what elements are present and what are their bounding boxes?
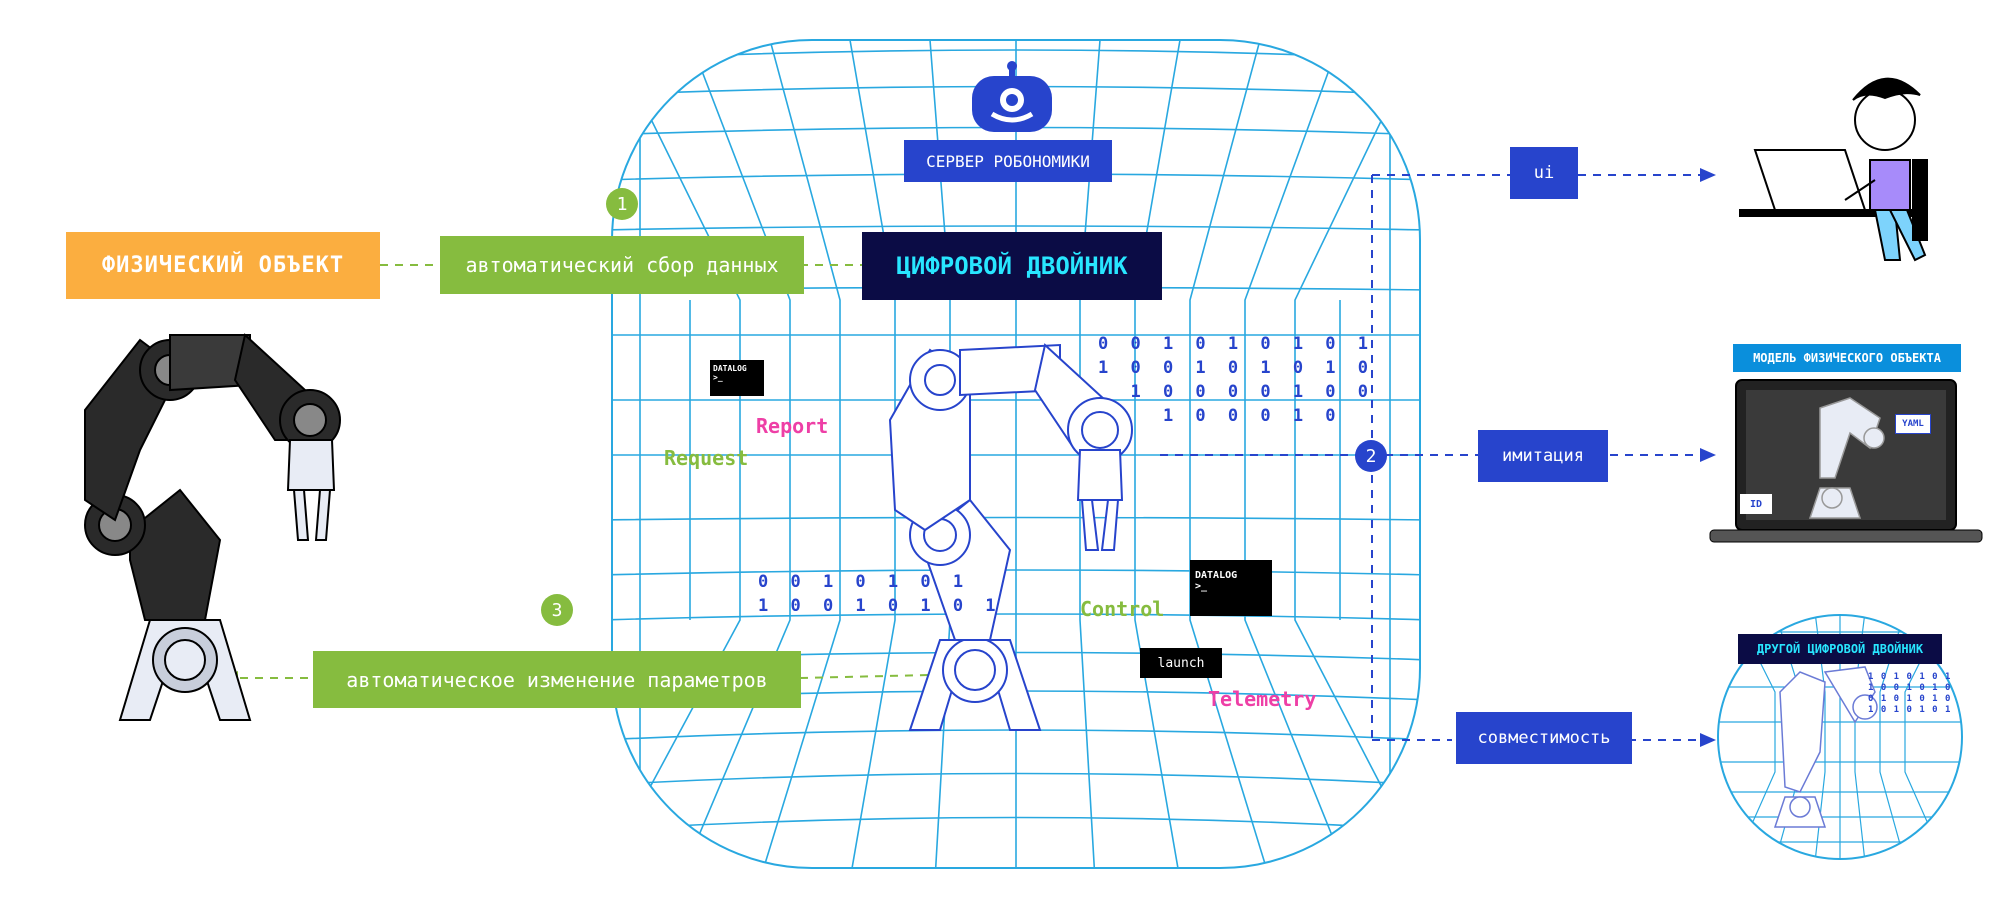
terminal-title: DATALOG [1195,570,1238,581]
person-at-laptop-illustration [1739,77,1928,262]
telemetry-label: Telemetry [1208,687,1317,711]
compatibility-label: совместимость [1456,712,1632,764]
step3-label: автоматическое изменение параметров [313,651,801,708]
step2-number: 2 [1355,440,1387,472]
other-twin-title: ДРУГОЙ ЦИФРОВОЙ ДВОЙНИК [1738,634,1942,664]
laptop-model-illustration [1709,379,1983,543]
digital-twin-box: ЦИФРОВОЙ ДВОЙНИК [862,232,1162,300]
digital-robot-arm [888,343,1133,731]
yaml-badge: YAML [1895,414,1931,434]
control-label: Control [1080,597,1165,621]
physical-object-box: ФИЗИЧЕСКИЙ ОБЪЕКТ [66,232,380,299]
server-label: СЕРВЕР РОБОНОМИКИ [904,140,1112,182]
launch-button: launch [1140,648,1222,678]
report-label: Report [756,414,829,438]
terminal-title: DATALOG [713,364,747,373]
request-label: Request [664,446,749,470]
binary-top: 0 0 1 0 1 0 1 0 1 1 0 0 1 0 1 0 1 0 1 0 … [1098,334,1374,426]
terminal-prompt: >_ [713,373,723,382]
step3-number: 3 [541,594,573,626]
arrow-right-icon-3 [1700,733,1716,747]
terminal-prompt: >_ [1195,581,1208,592]
model-panel-title: МОДЕЛЬ ФИЗИЧЕСКОГО ОБЪЕКТА [1733,344,1961,372]
other-twin-binary: 1 0 1 0 1 0 1 1 0 0 1 0 1 0 0 1 0 1 0 1 … [1868,672,1952,715]
step1-number: 1 [606,188,638,220]
physical-robot-arm [84,333,341,721]
arrow-right-icon [1700,168,1716,182]
id-badge: ID [1740,494,1772,514]
datalog-terminal-large: DATALOG >_ [1190,560,1272,616]
arrow-right-icon-2 [1700,448,1716,462]
datalog-terminal-small: DATALOG >_ [710,360,764,396]
robonomics-logo-icon [972,61,1052,132]
binary-bottom: 0 0 1 0 1 0 1 1 0 0 1 0 1 0 1 [758,572,1002,616]
step2-label: имитация [1478,430,1608,482]
ui-label: ui [1510,147,1578,199]
step1-label: автоматический сбор данных [440,236,804,294]
